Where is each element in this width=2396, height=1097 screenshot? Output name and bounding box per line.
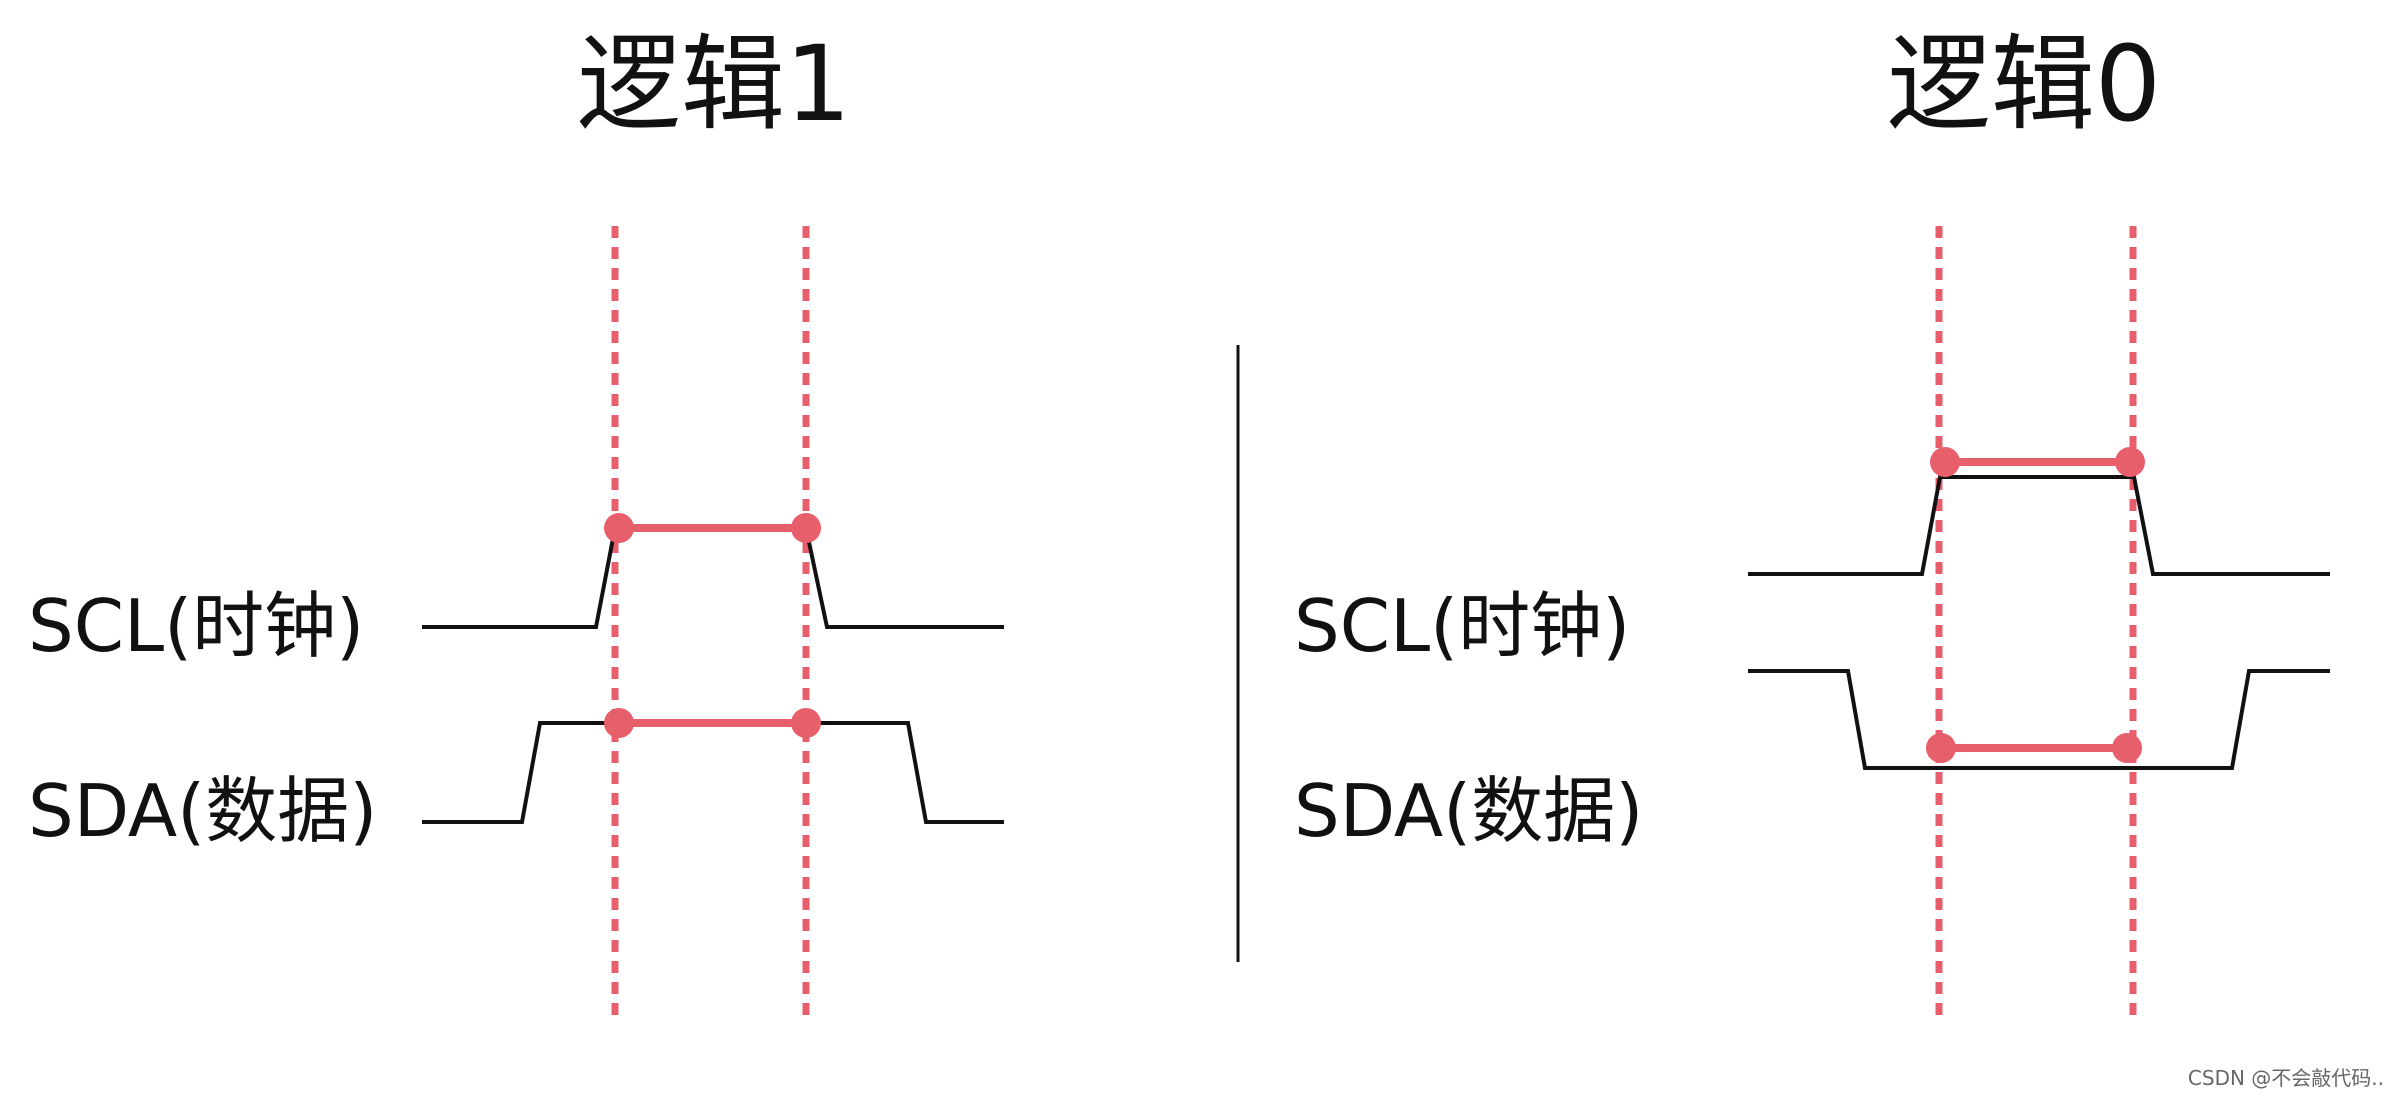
scl-sample-dot-start-logic-0	[1930, 447, 1960, 477]
scl-sample-dot-end-logic-0	[2115, 447, 2145, 477]
sda-waveform-logic-1	[422, 721, 1004, 824]
sda-label-logic-1: SDA(数据)	[28, 769, 377, 853]
sda-sample-dot-start-logic-0	[1926, 733, 1956, 763]
sda-sample-dot-end-logic-1	[791, 708, 821, 738]
panel-title-logic-0: 逻辑0	[1887, 23, 2161, 145]
panel-logic-1: 逻辑1 SCL(时钟) SDA(数据)	[28, 23, 1004, 1018]
panel-logic-0: 逻辑0 SCL(时钟) SDA(数据)	[1294, 23, 2330, 1018]
scl-sample-dot-start-logic-1	[604, 513, 634, 543]
sda-sample-dot-end-logic-0	[2112, 733, 2142, 763]
sda-sample-dot-start-logic-1	[604, 708, 634, 738]
scl-label-logic-0: SCL(时钟)	[1294, 584, 1630, 668]
scl-waveform-logic-0	[1748, 475, 2330, 576]
watermark-text: CSDN @不会敲代码..	[2188, 1066, 2384, 1090]
sda-label-logic-0: SDA(数据)	[1294, 769, 1643, 853]
scl-waveform-logic-1	[422, 526, 1004, 629]
scl-sample-dot-end-logic-1	[791, 513, 821, 543]
sda-waveform-logic-0	[1748, 669, 2330, 770]
scl-label-logic-1: SCL(时钟)	[28, 584, 364, 668]
panel-title-logic-1: 逻辑1	[577, 23, 851, 145]
